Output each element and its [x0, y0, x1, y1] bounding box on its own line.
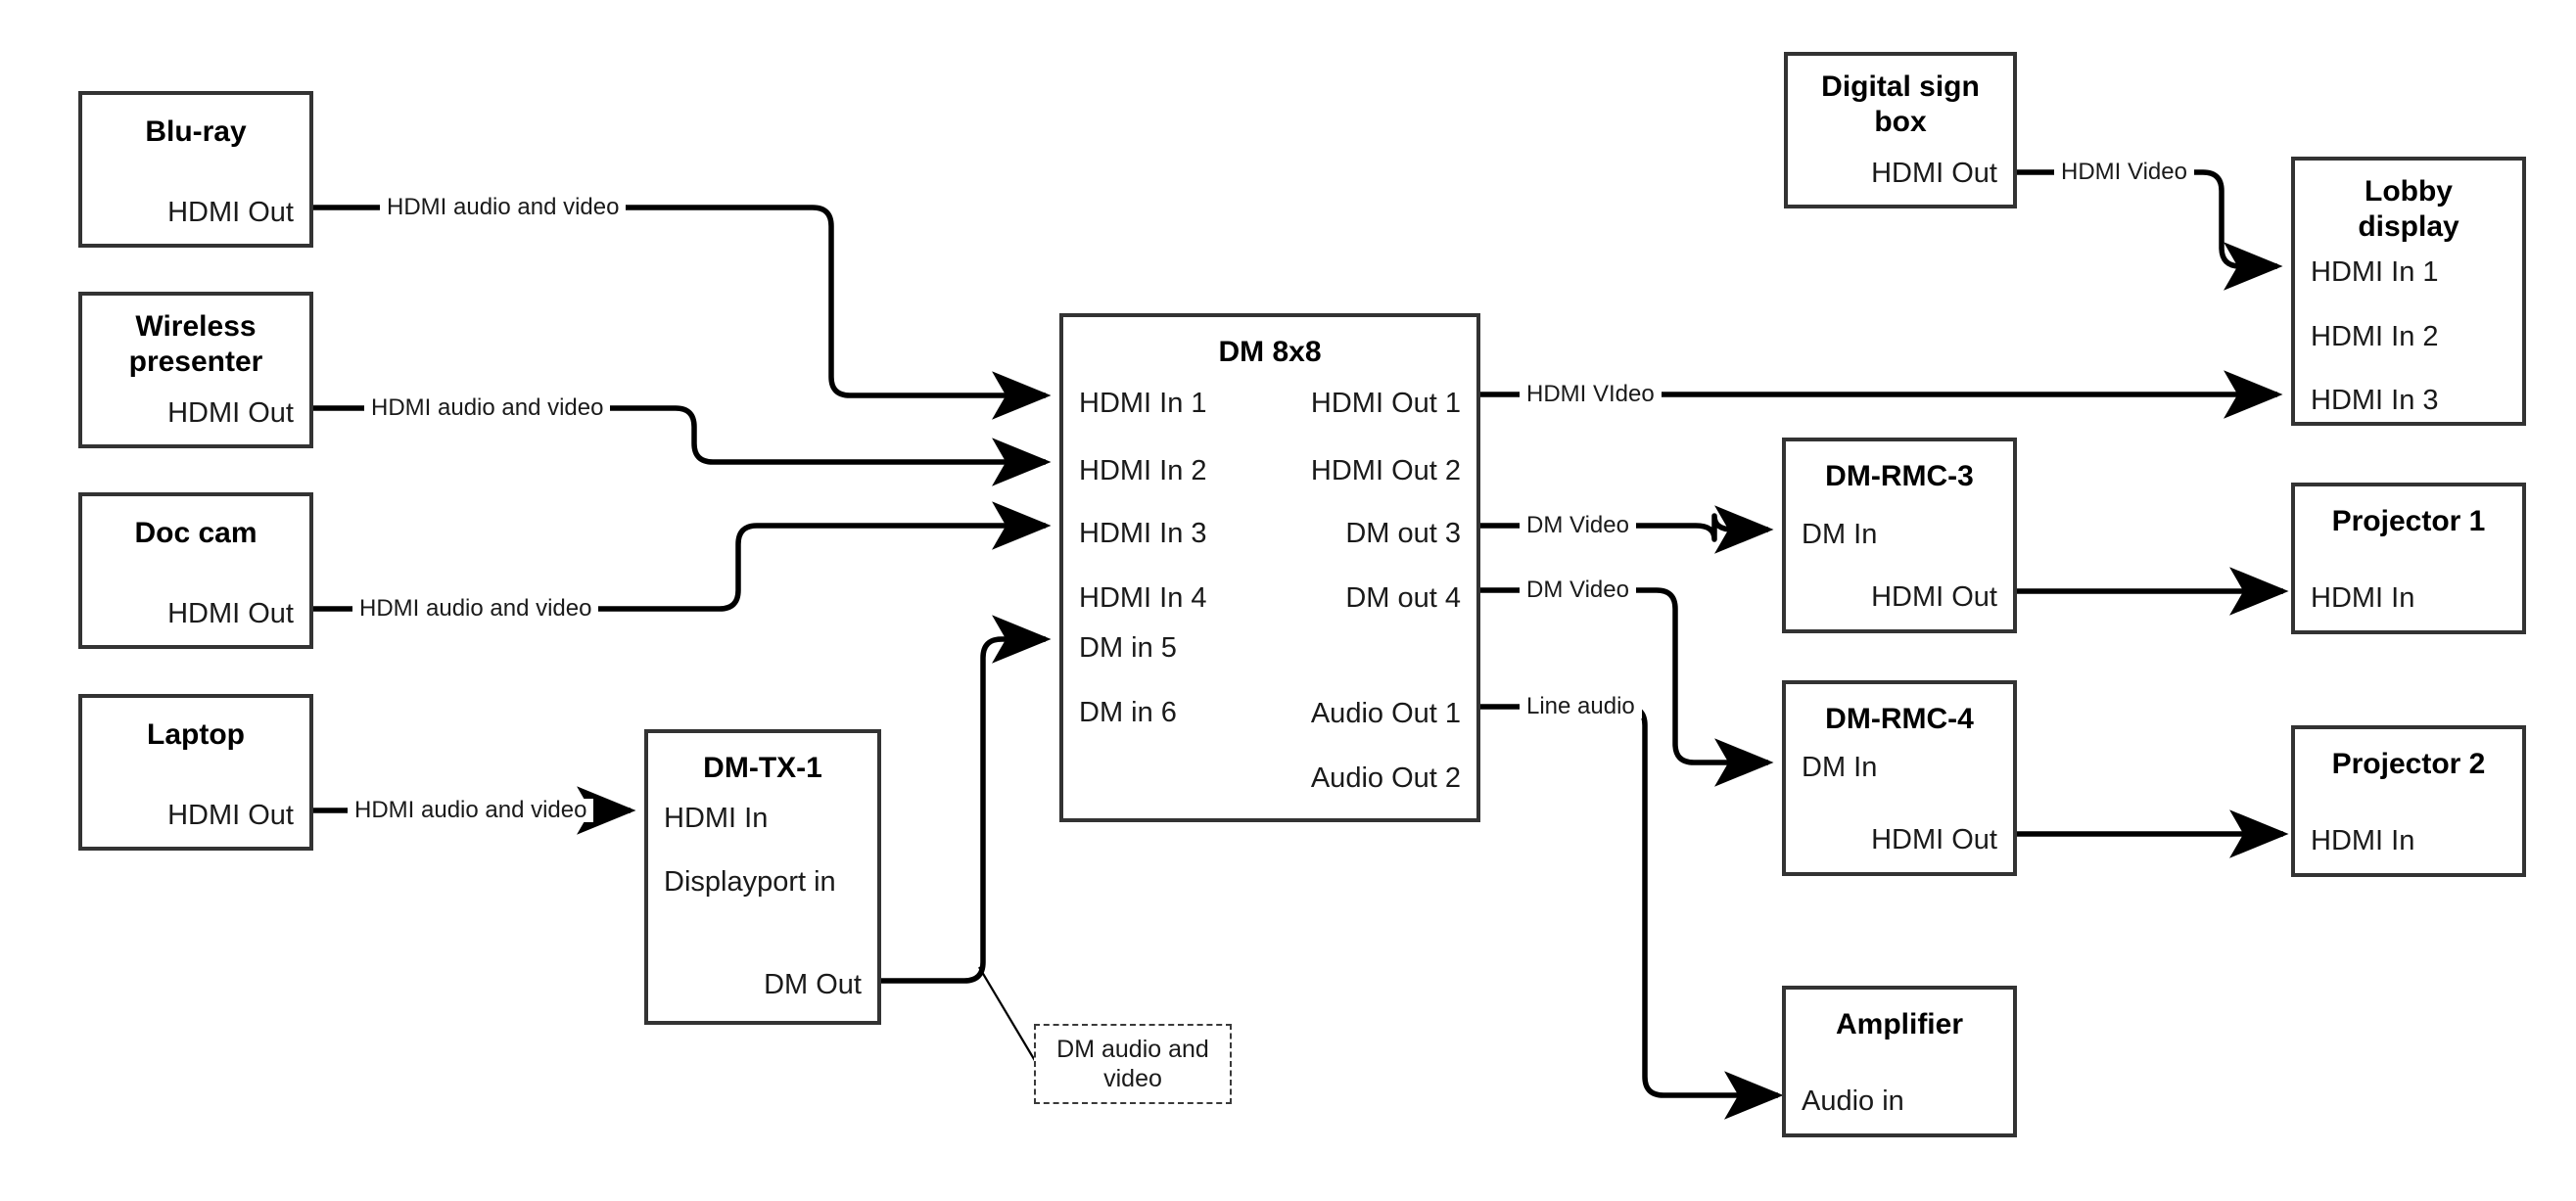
node-dm-tx-1[interactable]: DM-TX-1 HDMI In Displayport in DM Out: [644, 729, 881, 1025]
port-digital-sign-hdmi-out: HDMI Out: [1871, 158, 1997, 189]
port-projector-2-hdmi-in: HDMI In: [2311, 825, 2415, 856]
port-dm-8x8-dm-out-4: DM out 4: [1345, 582, 1461, 614]
port-dm-8x8-hdmi-out-1: HDMI Out 1: [1310, 388, 1461, 419]
wire-label-wireless: HDMI audio and video: [364, 396, 611, 420]
port-dm-rmc-3-dm-in: DM In: [1802, 519, 1878, 550]
port-lobby-display-hdmi-in-3: HDMI In 3: [2311, 385, 2439, 416]
port-dm-8x8-audio-out-1: Audio Out 1: [1310, 698, 1461, 729]
port-laptop-hdmi-out: HDMI Out: [167, 800, 294, 831]
wire-label-hdmi-video: HDMI VIdeo: [1520, 383, 1662, 406]
wire-label-dm-video-4: DM Video: [1520, 578, 1636, 602]
node-lobby-display[interactable]: Lobby display HDMI In 1 HDMI In 2 HDMI I…: [2291, 157, 2526, 426]
node-title-laptop: Laptop: [147, 718, 245, 751]
node-title-dm-tx-1: DM-TX-1: [703, 752, 822, 784]
port-dm-tx-1-hdmi-in: HDMI In: [664, 803, 769, 834]
port-amplifier-audio-in: Audio in: [1802, 1086, 1904, 1117]
node-doc-cam[interactable]: Doc cam HDMI Out: [78, 492, 313, 649]
port-dm-8x8-dm-out-3: DM out 3: [1345, 518, 1461, 549]
node-title-projector-1: Projector 1: [2331, 505, 2486, 537]
wire-label-doccam: HDMI audio and video: [352, 597, 599, 621]
port-dm-rmc-4-dm-in: DM In: [1802, 752, 1878, 783]
wire-label-sign-hdmi: HDMI Video: [2054, 161, 2194, 184]
port-dm-8x8-hdmi-in-2: HDMI In 2: [1079, 455, 1207, 486]
node-blu-ray[interactable]: Blu-ray HDMI Out: [78, 91, 313, 248]
wire-dmtx-to-dm8x8: [881, 615, 1052, 984]
node-title-lobby-display-line1: Lobby: [2365, 175, 2453, 208]
wire-dm8x8-audio1-to-amp: [1480, 704, 1784, 1120]
node-projector-1[interactable]: Projector 1 HDMI In: [2291, 483, 2526, 634]
callout-leader-line: [978, 966, 1041, 1070]
node-title-dm-8x8: DM 8x8: [1218, 336, 1322, 368]
node-title-digital-sign-line1: Digital sign: [1821, 70, 1980, 103]
callout-dm-audio-and-video: DM audio and video: [1034, 1024, 1232, 1104]
port-dm-8x8-audio-out-2: Audio Out 2: [1310, 762, 1461, 794]
port-dm-tx-1-displayport-in: Displayport in: [664, 866, 836, 898]
wire-label-line-audio: Line audio: [1520, 695, 1642, 718]
port-dm-rmc-3-hdmi-out: HDMI Out: [1871, 581, 1997, 613]
wire-bluray-to-dm8x8: [313, 205, 1052, 420]
node-dm-rmc-4[interactable]: DM-RMC-4 DM In HDMI Out: [1782, 680, 2017, 876]
node-title-blu-ray: Blu-ray: [145, 115, 247, 148]
port-projector-1-hdmi-in: HDMI In: [2311, 582, 2415, 614]
node-dm-8x8[interactable]: DM 8x8 HDMI In 1 HDMI In 2 HDMI In 3 HDM…: [1059, 313, 1480, 822]
port-wireless-presenter-hdmi-out: HDMI Out: [167, 397, 294, 429]
port-dm-tx-1-dm-out: DM Out: [764, 969, 862, 1000]
port-lobby-display-hdmi-in-1: HDMI In 1: [2311, 256, 2439, 288]
node-title-dm-rmc-4: DM-RMC-4: [1825, 703, 1974, 735]
node-title-lobby-display-line2: display: [2358, 210, 2459, 243]
node-title-projector-2: Projector 2: [2331, 748, 2486, 780]
node-title-amplifier: Amplifier: [1835, 1008, 1964, 1040]
node-title-doc-cam: Doc cam: [134, 517, 258, 549]
node-title-wireless-presenter-line2: presenter: [128, 346, 263, 378]
node-title-dm-rmc-3: DM-RMC-3: [1825, 460, 1974, 492]
port-dm-8x8-hdmi-in-1: HDMI In 1: [1079, 388, 1207, 419]
port-dm-8x8-hdmi-out-2: HDMI Out 2: [1310, 455, 1461, 486]
wire-dm8x8-out4-to-rmc4: [1480, 587, 1774, 787]
port-doc-cam-hdmi-out: HDMI Out: [167, 598, 294, 629]
wire-label-laptop: HDMI audio and video: [348, 799, 594, 822]
port-dm-rmc-4-hdmi-out: HDMI Out: [1871, 824, 1997, 855]
wire-sign-to-lobby: [2017, 169, 2283, 291]
port-blu-ray-hdmi-out: HDMI Out: [167, 197, 294, 228]
node-title-digital-sign-line2: box: [1874, 106, 1927, 138]
node-projector-2[interactable]: Projector 2 HDMI In: [2291, 725, 2526, 877]
port-dm-8x8-hdmi-in-3: HDMI In 3: [1079, 518, 1207, 549]
port-dm-8x8-hdmi-in-4: HDMI In 4: [1079, 582, 1207, 614]
port-dm-8x8-dm-in-6: DM in 6: [1079, 697, 1177, 728]
port-lobby-display-hdmi-in-2: HDMI In 2: [2311, 321, 2439, 352]
port-dm-8x8-dm-in-5: DM in 5: [1079, 632, 1177, 664]
wire-label-dm-video-3: DM Video: [1520, 514, 1636, 537]
wire-label-bluray: HDMI audio and video: [380, 196, 627, 219]
node-amplifier[interactable]: Amplifier Audio in: [1782, 986, 2017, 1137]
node-laptop[interactable]: Laptop HDMI Out: [78, 694, 313, 851]
node-dm-rmc-3[interactable]: DM-RMC-3 DM In HDMI Out: [1782, 438, 2017, 633]
node-title-wireless-presenter-line1: Wireless: [135, 310, 257, 343]
node-wireless-presenter[interactable]: Wireless presenter HDMI Out: [78, 292, 313, 448]
node-digital-sign-box[interactable]: Digital sign box HDMI Out: [1784, 52, 2017, 208]
